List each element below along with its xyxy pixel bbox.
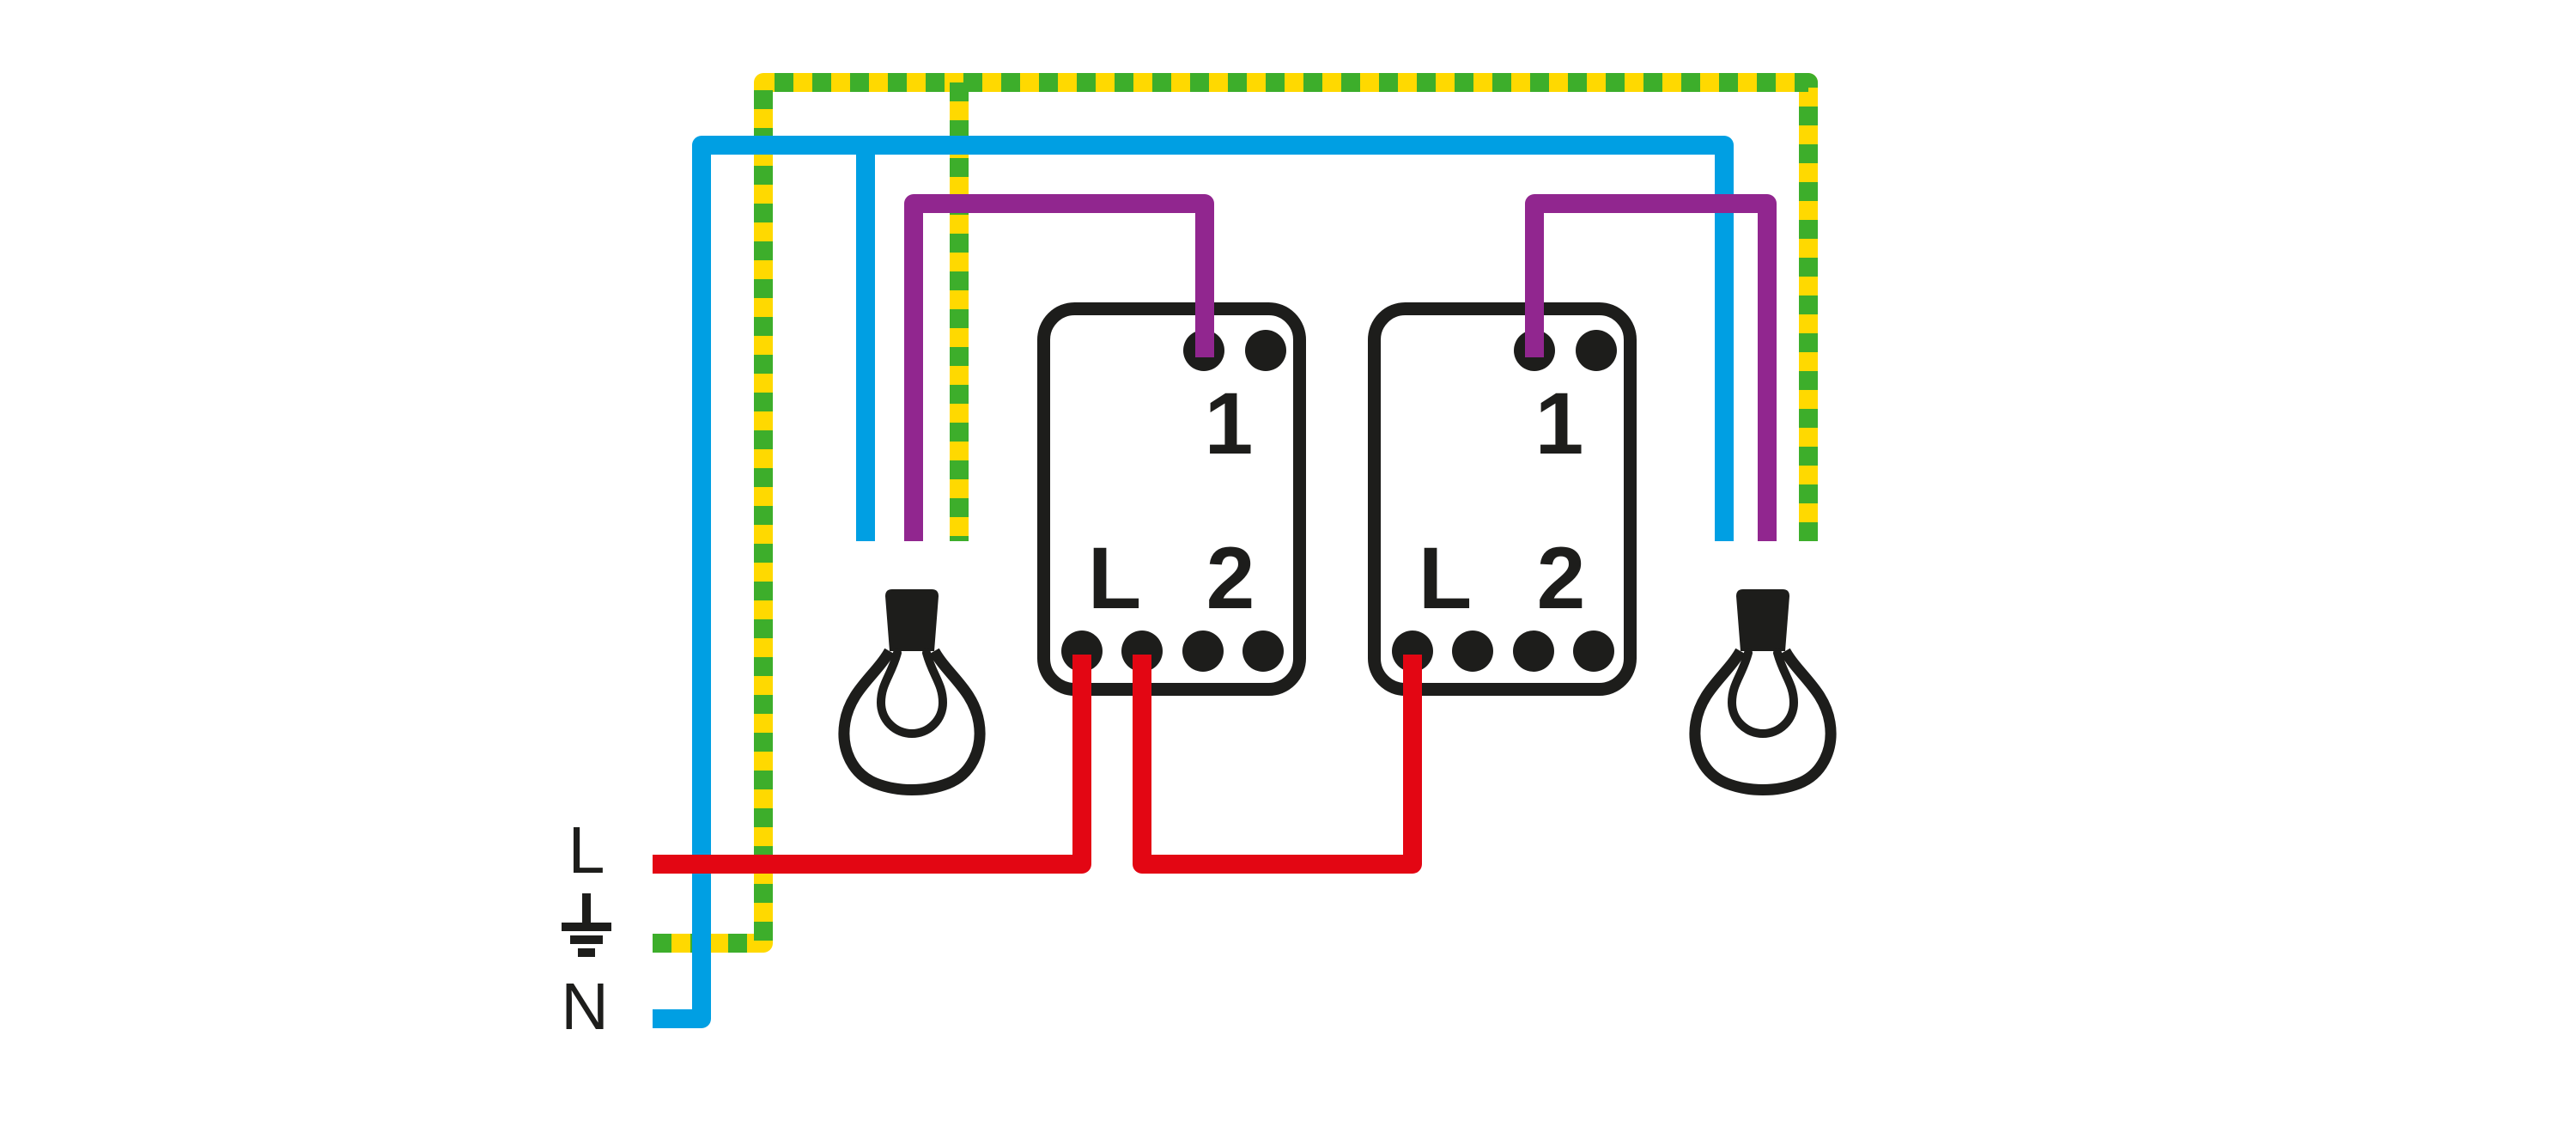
neutral-wire [653, 136, 1734, 1028]
bulb-filament [877, 649, 947, 738]
bulb-glass-outline [838, 648, 986, 795]
switch-terminal-1-label: 1 [1205, 375, 1254, 472]
terminal-dot-2 [1182, 631, 1224, 672]
bulb-filament [1728, 649, 1798, 738]
light-bulb-icon-left [838, 589, 986, 795]
terminal-dot-L [1392, 631, 1433, 672]
light-bulb-icon-right [1689, 589, 1837, 795]
live-link-wire [1133, 655, 1422, 874]
bulb-cap [885, 589, 939, 651]
switch-body [1037, 302, 1306, 696]
earth-symbol-bar-short [578, 948, 595, 957]
switch-body [1368, 302, 1637, 696]
terminal-dot-L [1061, 631, 1103, 672]
switch-common-label: L [1088, 529, 1141, 627]
terminal-dot-unused-top [1576, 330, 1617, 371]
terminal-dot-unused-top [1245, 330, 1286, 371]
light-switch-1: 1 L 2 [1037, 302, 1306, 696]
switched-live-wire-lamp2 [1525, 194, 1777, 541]
light-switch-2: 1 L 2 [1368, 302, 1637, 696]
terminal-dot-unused-bottom [1573, 631, 1614, 672]
earth-symbol-stem [582, 893, 591, 924]
switch-common-label: L [1419, 529, 1472, 627]
live-feed-wire [653, 655, 1091, 874]
switch-terminal-2-label: 2 [1206, 529, 1255, 627]
bulb-glass-outline [1689, 648, 1837, 795]
earth-symbol-icon [562, 893, 611, 957]
switched-live-wire-lamp1 [904, 194, 1214, 541]
earth-symbol-bar-long [562, 923, 611, 931]
earth-wire-stripes [653, 73, 1818, 953]
terminal-dot-unused-bottom [1242, 631, 1284, 672]
terminal-dot-2 [1513, 631, 1554, 672]
switch-terminal-2-label: 2 [1537, 529, 1586, 627]
earth-symbol-bar-mid [570, 935, 603, 944]
supply-live-label: L [568, 813, 605, 887]
supply-neutral-label: N [561, 970, 609, 1044]
earth-wire [653, 73, 1818, 953]
bulb-cap [1736, 589, 1789, 651]
switch-terminal-1-label: 1 [1535, 375, 1584, 472]
terminal-dot-L2 [1452, 631, 1493, 672]
terminal-dot-L2 [1121, 631, 1163, 672]
